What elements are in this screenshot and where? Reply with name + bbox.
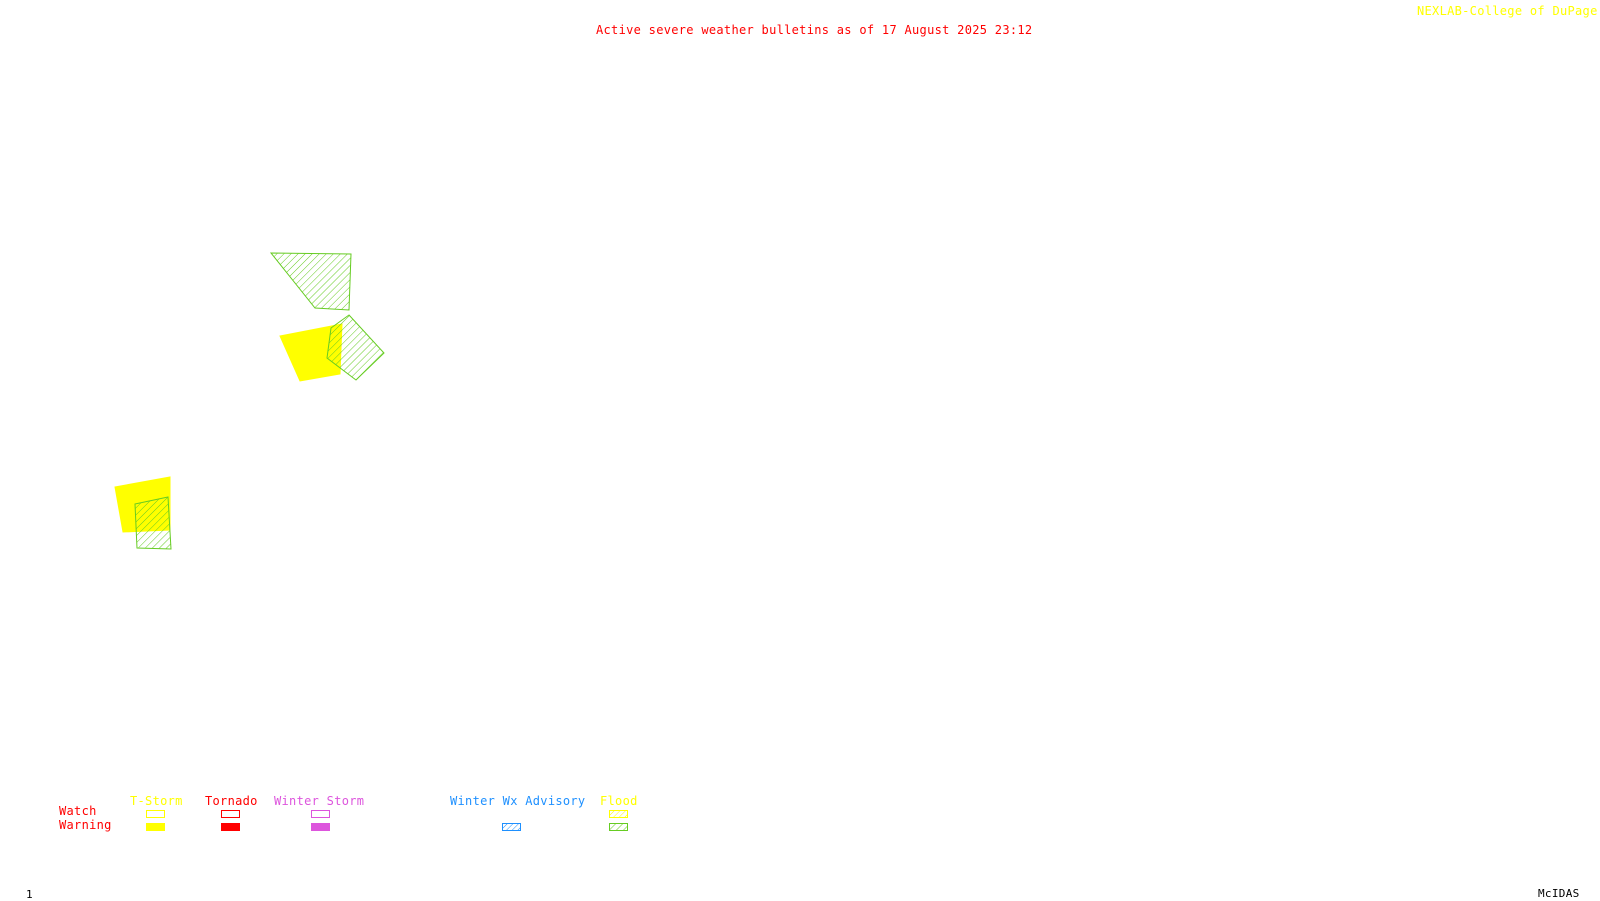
flood-warning-polygon bbox=[269, 252, 352, 311]
legend-swatch-winter-storm-watch bbox=[311, 810, 330, 818]
tstorm-warning-polygon bbox=[279, 323, 343, 382]
legend-swatch-flood-watch bbox=[609, 810, 628, 818]
legend-column-winter-advisory: Winter Wx Advisory bbox=[450, 794, 586, 808]
flood-warning-polygon bbox=[134, 496, 172, 550]
legend-column-tornado: Tornado bbox=[205, 794, 258, 808]
legend-swatch-flood-warning bbox=[609, 823, 628, 831]
legend-column-winter-storm: Winter Storm bbox=[274, 794, 365, 808]
legend-swatch-tstorm-watch bbox=[146, 810, 165, 818]
legend-row-warning: Warning bbox=[59, 818, 112, 832]
legend-column-flood: Flood bbox=[600, 794, 638, 808]
flood-warning-polygon bbox=[326, 314, 385, 381]
legend-swatch-tstorm-warning bbox=[146, 823, 165, 831]
frame-number: 1 bbox=[26, 888, 33, 901]
legend-swatch-tornado-warning bbox=[221, 823, 240, 831]
software-label: McIDAS bbox=[1538, 887, 1580, 900]
legend-swatch-winter-advisory bbox=[502, 823, 521, 831]
legend-swatch-winter-storm-warning bbox=[311, 823, 330, 831]
legend-row-watch: Watch bbox=[59, 804, 97, 818]
credit-label: NEXLAB-College of DuPage R bbox=[1417, 4, 1600, 18]
legend-swatch-tornado-watch bbox=[221, 810, 240, 818]
map-title: Active severe weather bulletins as of 17… bbox=[596, 23, 1033, 37]
legend-column-tstorm: T-Storm bbox=[130, 794, 183, 808]
